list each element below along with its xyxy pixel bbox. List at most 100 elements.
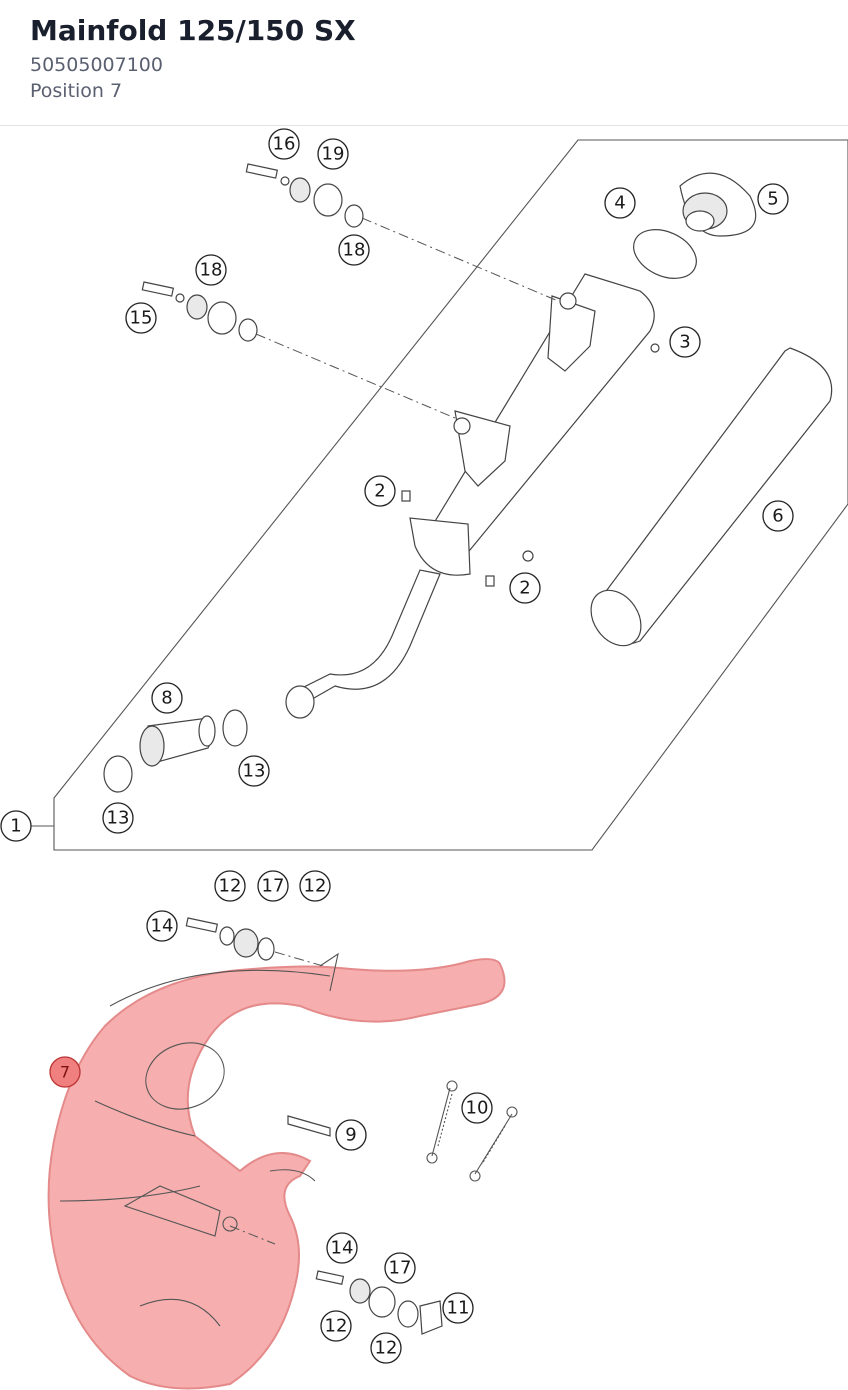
callout-8[interactable]: 8 (151, 682, 183, 714)
callout-5[interactable]: 5 (757, 183, 789, 215)
callout-12[interactable]: 12 (214, 870, 246, 902)
callout-label: 12 (325, 1316, 348, 1337)
callout-1[interactable]: 1 (0, 810, 32, 842)
callout-label: 13 (107, 808, 130, 829)
callout-circle (257, 870, 289, 902)
callout-15[interactable]: 15 (125, 302, 157, 334)
callout-17[interactable]: 17 (384, 1252, 416, 1284)
screw (485, 575, 495, 587)
gasket-ring (103, 755, 133, 793)
nut (650, 343, 660, 353)
silencer-body (285, 273, 655, 719)
exhaust-manifold-highlighted (47, 952, 506, 1390)
callout-label: 17 (389, 1258, 412, 1279)
callout-18[interactable]: 18 (195, 254, 227, 286)
callout-circle (442, 1292, 474, 1324)
callout-label: 8 (161, 688, 172, 709)
callout-label: 14 (151, 916, 174, 937)
callout-14[interactable]: 14 (146, 910, 178, 942)
callout-label: 7 (60, 1063, 70, 1082)
callout-circle (762, 500, 794, 532)
callout-circle (151, 682, 183, 714)
callout-13[interactable]: 13 (238, 755, 270, 787)
callout-19[interactable]: 19 (317, 138, 349, 170)
callout-circle (326, 1232, 358, 1264)
spring (426, 1080, 458, 1164)
bottom-mount-hardware (315, 1270, 443, 1335)
mid-mount-hardware (141, 281, 456, 419)
position-label: Position 7 (30, 80, 123, 102)
callout-circle (338, 234, 370, 266)
callout-12[interactable]: 12 (370, 1332, 402, 1364)
spring (469, 1106, 518, 1182)
callout-label: 2 (519, 578, 530, 599)
callout-circle (102, 802, 134, 834)
callout-12[interactable]: 12 (299, 870, 331, 902)
seal-ring (287, 1115, 331, 1137)
callout-16[interactable]: 16 (268, 128, 300, 160)
callout-6[interactable]: 6 (762, 500, 794, 532)
callout-12[interactable]: 12 (320, 1310, 352, 1342)
callout-label: 14 (331, 1238, 354, 1259)
sleeve (139, 715, 216, 767)
callout-circle (757, 183, 789, 215)
callout-2[interactable]: 2 (509, 572, 541, 604)
callout-circle (268, 128, 300, 160)
callout-4[interactable]: 4 (604, 187, 636, 219)
callout-10[interactable]: 10 (461, 1092, 493, 1124)
callout-circle (384, 1252, 416, 1284)
callout-label: 2 (374, 481, 385, 502)
callout-circle (370, 1332, 402, 1364)
callout-label: 10 (466, 1098, 489, 1119)
callout-label: 11 (447, 1298, 470, 1319)
callout-circle (238, 755, 270, 787)
callout-14[interactable]: 14 (326, 1232, 358, 1264)
callout-label: 9 (345, 1125, 356, 1146)
manifold-mount-hardware (185, 917, 331, 969)
top-mount-hardware (245, 163, 559, 302)
callout-circle (364, 475, 396, 507)
o-ring (633, 229, 697, 279)
callout-circle (146, 910, 178, 942)
callout-label: 6 (772, 506, 783, 527)
callout-circle (125, 302, 157, 334)
callout-11[interactable]: 11 (442, 1292, 474, 1324)
callout-circle (195, 254, 227, 286)
callout-label: 16 (273, 134, 296, 155)
callout-17[interactable]: 17 (257, 870, 289, 902)
callout-circle (335, 1119, 367, 1151)
silencer-tube (590, 347, 833, 647)
callout-circle (0, 810, 32, 842)
callout-label: 12 (304, 876, 327, 897)
callout-label: 4 (614, 193, 625, 214)
callout-label: 19 (322, 144, 345, 165)
callout-circle (669, 326, 701, 358)
callout-7[interactable]: 7 (49, 1056, 81, 1088)
callout-label: 5 (767, 189, 778, 210)
gasket-ring (222, 709, 248, 747)
nut (522, 550, 534, 562)
callout-label: 13 (243, 761, 266, 782)
callout-label: 18 (200, 260, 223, 281)
callout-18[interactable]: 18 (338, 234, 370, 266)
part-number: 50505007100 (30, 54, 163, 76)
end-cap (679, 172, 757, 237)
page-title: Mainfold 125/150 SX (30, 14, 356, 47)
callout-label: 17 (262, 876, 285, 897)
callout-label: 12 (375, 1338, 398, 1359)
callout-label: 3 (679, 332, 690, 353)
callout-label: 12 (219, 876, 242, 897)
screw (401, 490, 411, 502)
callout-circle (509, 572, 541, 604)
callout-circle (317, 138, 349, 170)
assembly-frame (53, 139, 848, 851)
callout-2[interactable]: 2 (364, 475, 396, 507)
callout-3[interactable]: 3 (669, 326, 701, 358)
callout-13[interactable]: 13 (102, 802, 134, 834)
callout-circle (320, 1310, 352, 1342)
callout-label: 15 (130, 308, 153, 329)
callout-circle (49, 1056, 81, 1088)
callout-9[interactable]: 9 (335, 1119, 367, 1151)
